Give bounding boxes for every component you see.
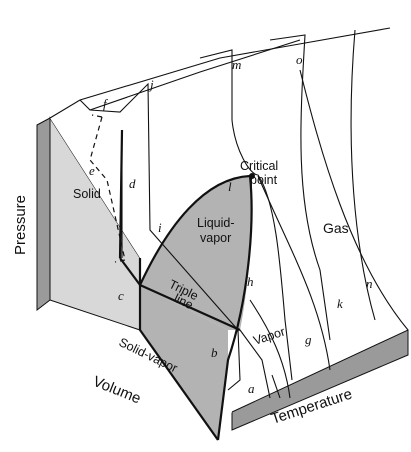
isotherm-o: [269, 34, 331, 341]
point-d-label: d: [129, 176, 136, 191]
top-back-edge: [79, 39, 301, 111]
isotherm-tick-1: [271, 374, 281, 399]
isotherm-g: [249, 299, 291, 399]
point-l-label: l: [228, 179, 232, 194]
isotherm-m: [199, 49, 293, 381]
critical-point-marker: [249, 173, 255, 179]
point-i-label: i: [158, 220, 162, 235]
process-dashed-path: [89, 114, 126, 263]
vapor-label: Vapor: [252, 325, 287, 348]
point-a-label: a: [248, 381, 255, 396]
right-side-face: [231, 329, 409, 431]
liquid-vapor-label-1: Liquid-: [197, 216, 235, 230]
isotherm-fj: [89, 82, 241, 391]
solid-vapor-region: [140, 285, 228, 440]
isotherm-a-lower: [239, 329, 271, 399]
point-n-label: n: [366, 276, 373, 291]
liquid-vapor-region: [140, 176, 252, 330]
point-f-label: f: [103, 96, 109, 111]
left-side-face: [36, 117, 51, 312]
point-e-label: e: [89, 163, 95, 178]
isotherm-n: [350, 29, 376, 321]
critical-point-label-2: point: [250, 173, 278, 187]
point-h-label: h: [247, 274, 254, 289]
critical-point-label-1: Critical: [240, 159, 278, 173]
point-m-label: m: [232, 57, 241, 72]
pressure-axis-label: Pressure: [12, 195, 29, 255]
point-o-label: o: [296, 52, 303, 67]
point-b-label: b: [211, 345, 218, 360]
point-j-label: j: [148, 77, 154, 92]
isotherm-k: [257, 175, 331, 371]
point-g-label: g: [305, 332, 312, 347]
right-surface-edge: [299, 69, 409, 331]
liquid-vapor-label-2: vapor: [200, 231, 231, 245]
point-c-label: c: [118, 288, 124, 303]
volume-axis-label: Volume: [91, 373, 144, 408]
gas-label: Gas: [323, 220, 349, 236]
solid-label: Solid: [73, 187, 101, 201]
point-k-label: k: [337, 296, 343, 311]
